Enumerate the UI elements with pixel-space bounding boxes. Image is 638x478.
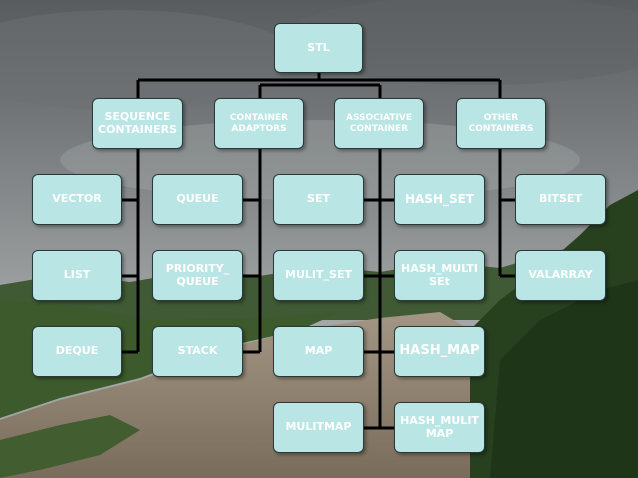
node-set: SET (273, 174, 364, 225)
stl-root-node: STL (274, 23, 363, 73)
node-multiset: MULIT_SET (273, 250, 364, 301)
node-valarray: VALARRAY (515, 250, 606, 301)
node-list: LIST (32, 250, 122, 301)
node-multimap: MULITMAP (273, 402, 364, 453)
node-stack: STACK (152, 326, 243, 377)
node-bitset: BITSET (515, 174, 606, 225)
node-queue: QUEUE (152, 174, 243, 225)
node-hash-multiset: HASH_MULTI SEt (394, 250, 485, 301)
node-priority-queue: PRIORITY_ QUEUE (152, 250, 243, 301)
connectors (122, 73, 515, 430)
category-container-adaptors: CONTAINER ADAPTORS (214, 98, 304, 149)
category-other-containers: OTHER CONTAINERS (456, 98, 546, 149)
node-deque: DEQUE (32, 326, 122, 377)
node-map: MAP (273, 326, 364, 377)
category-sequence-containers: SEQUENCE CONTAINERS (92, 98, 183, 149)
node-hash-multimap: HASH_MULIT MAP (394, 402, 485, 453)
node-vector: VECTOR (32, 174, 122, 225)
node-hash-set: HASH_SET (394, 174, 485, 225)
node-hash-map: HASH_MAP (394, 326, 485, 377)
category-associative-container: ASSOCIATIVE CONTAINER (334, 98, 424, 149)
